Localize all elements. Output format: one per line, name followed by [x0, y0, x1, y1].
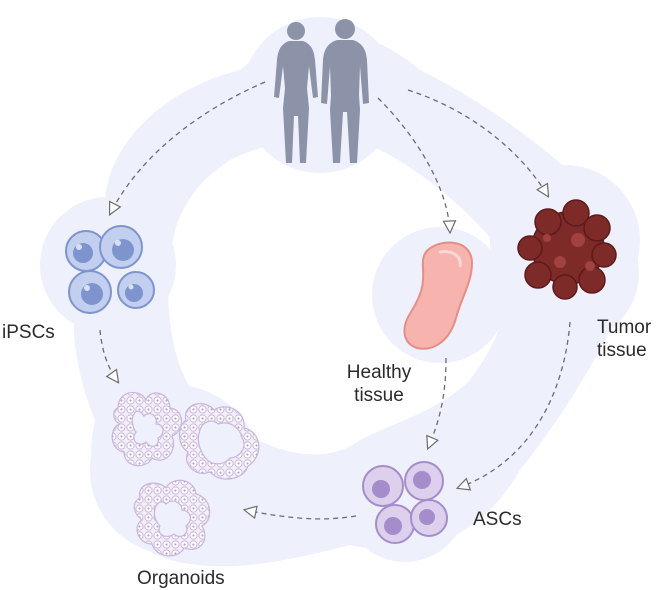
tumor-highlights: [543, 233, 595, 271]
ipsc-cells-icon: [65, 225, 155, 314]
human-figures-icon: [274, 19, 369, 163]
healthy-tissue-label: Healthy tissue: [338, 361, 420, 407]
organoids-icon: [111, 391, 260, 557]
asc-cells-icon: [362, 461, 448, 544]
arrow-human-to-tumor: [407, 89, 548, 196]
ascs-label-text: ASCs: [473, 509, 522, 530]
arrow-healthy-to-ascs: [428, 357, 447, 448]
arrow-human-to-healthy: [377, 97, 450, 232]
tumor-tissue-label: Tumor tissue: [597, 316, 651, 362]
ascs-label: ASCs: [473, 508, 522, 531]
healthy-tissue-icon: [403, 241, 474, 350]
flow-arrows: [99, 81, 571, 520]
healthy-tissue-label-line1: Healthy: [346, 362, 412, 383]
arrow-human-to-ipscs: [110, 81, 266, 214]
arrow-ascs-to-organoids: [245, 510, 357, 520]
ipscs-label: iPSCs: [2, 321, 55, 344]
arrow-ipscs-to-organoids: [99, 329, 118, 382]
organoids-label-text: Organoids: [137, 568, 225, 589]
tumor-tissue-label-line2: tissue: [597, 340, 647, 361]
ipscs-label-text: iPSCs: [2, 322, 55, 343]
organoids-label: Organoids: [137, 567, 225, 590]
healthy-tissue-label-line2: tissue: [354, 385, 404, 406]
tumor-tissue-label-line1: Tumor: [597, 317, 652, 338]
